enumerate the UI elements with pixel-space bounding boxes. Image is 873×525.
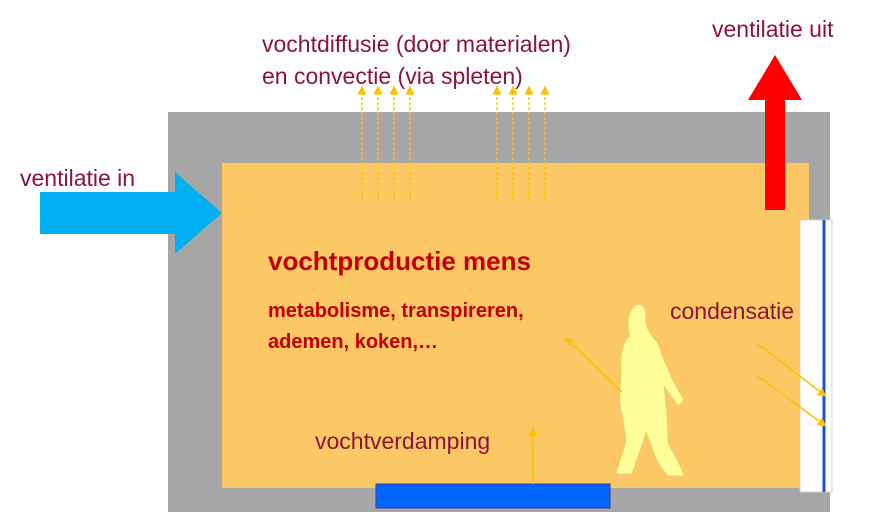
moisture-sources-line2: ademen, koken,… [268,331,439,353]
condensation-arrow-1 [757,343,827,397]
ventilation-out-label: ventilatie uit [712,16,834,42]
moisture-sources-label: metabolisme, transpireren, ademen, koken… [268,296,524,358]
person-moisture-arrow [564,336,623,393]
ventilation-in-label: ventilatie in [20,165,136,191]
moisture-production-title: vochtproductie mens [268,246,531,276]
moisture-sources-line1: metabolisme, transpireren, [268,300,524,322]
evaporation-label: vochtverdamping [315,428,491,454]
diffusion-label: vochtdiffusie (door materialen) en conve… [262,28,571,92]
person-silhouette-icon [615,304,685,477]
diffusion-arrows-right [492,85,550,200]
condensation-arrow-2 [757,375,827,427]
window-frame [799,219,833,493]
room-interior [222,163,809,488]
diffusion-label-line1: vochtdiffusie (door materialen) [262,31,571,57]
diffusion-arrows-left [357,85,415,200]
ventilation-out-arrow [748,55,802,210]
condensation-label: condensatie [670,298,795,324]
water-surface-icon [375,483,611,509]
diffusion-label-line2: en convectie (via spleten) [262,63,523,89]
ventilation-in-arrow [40,172,222,254]
